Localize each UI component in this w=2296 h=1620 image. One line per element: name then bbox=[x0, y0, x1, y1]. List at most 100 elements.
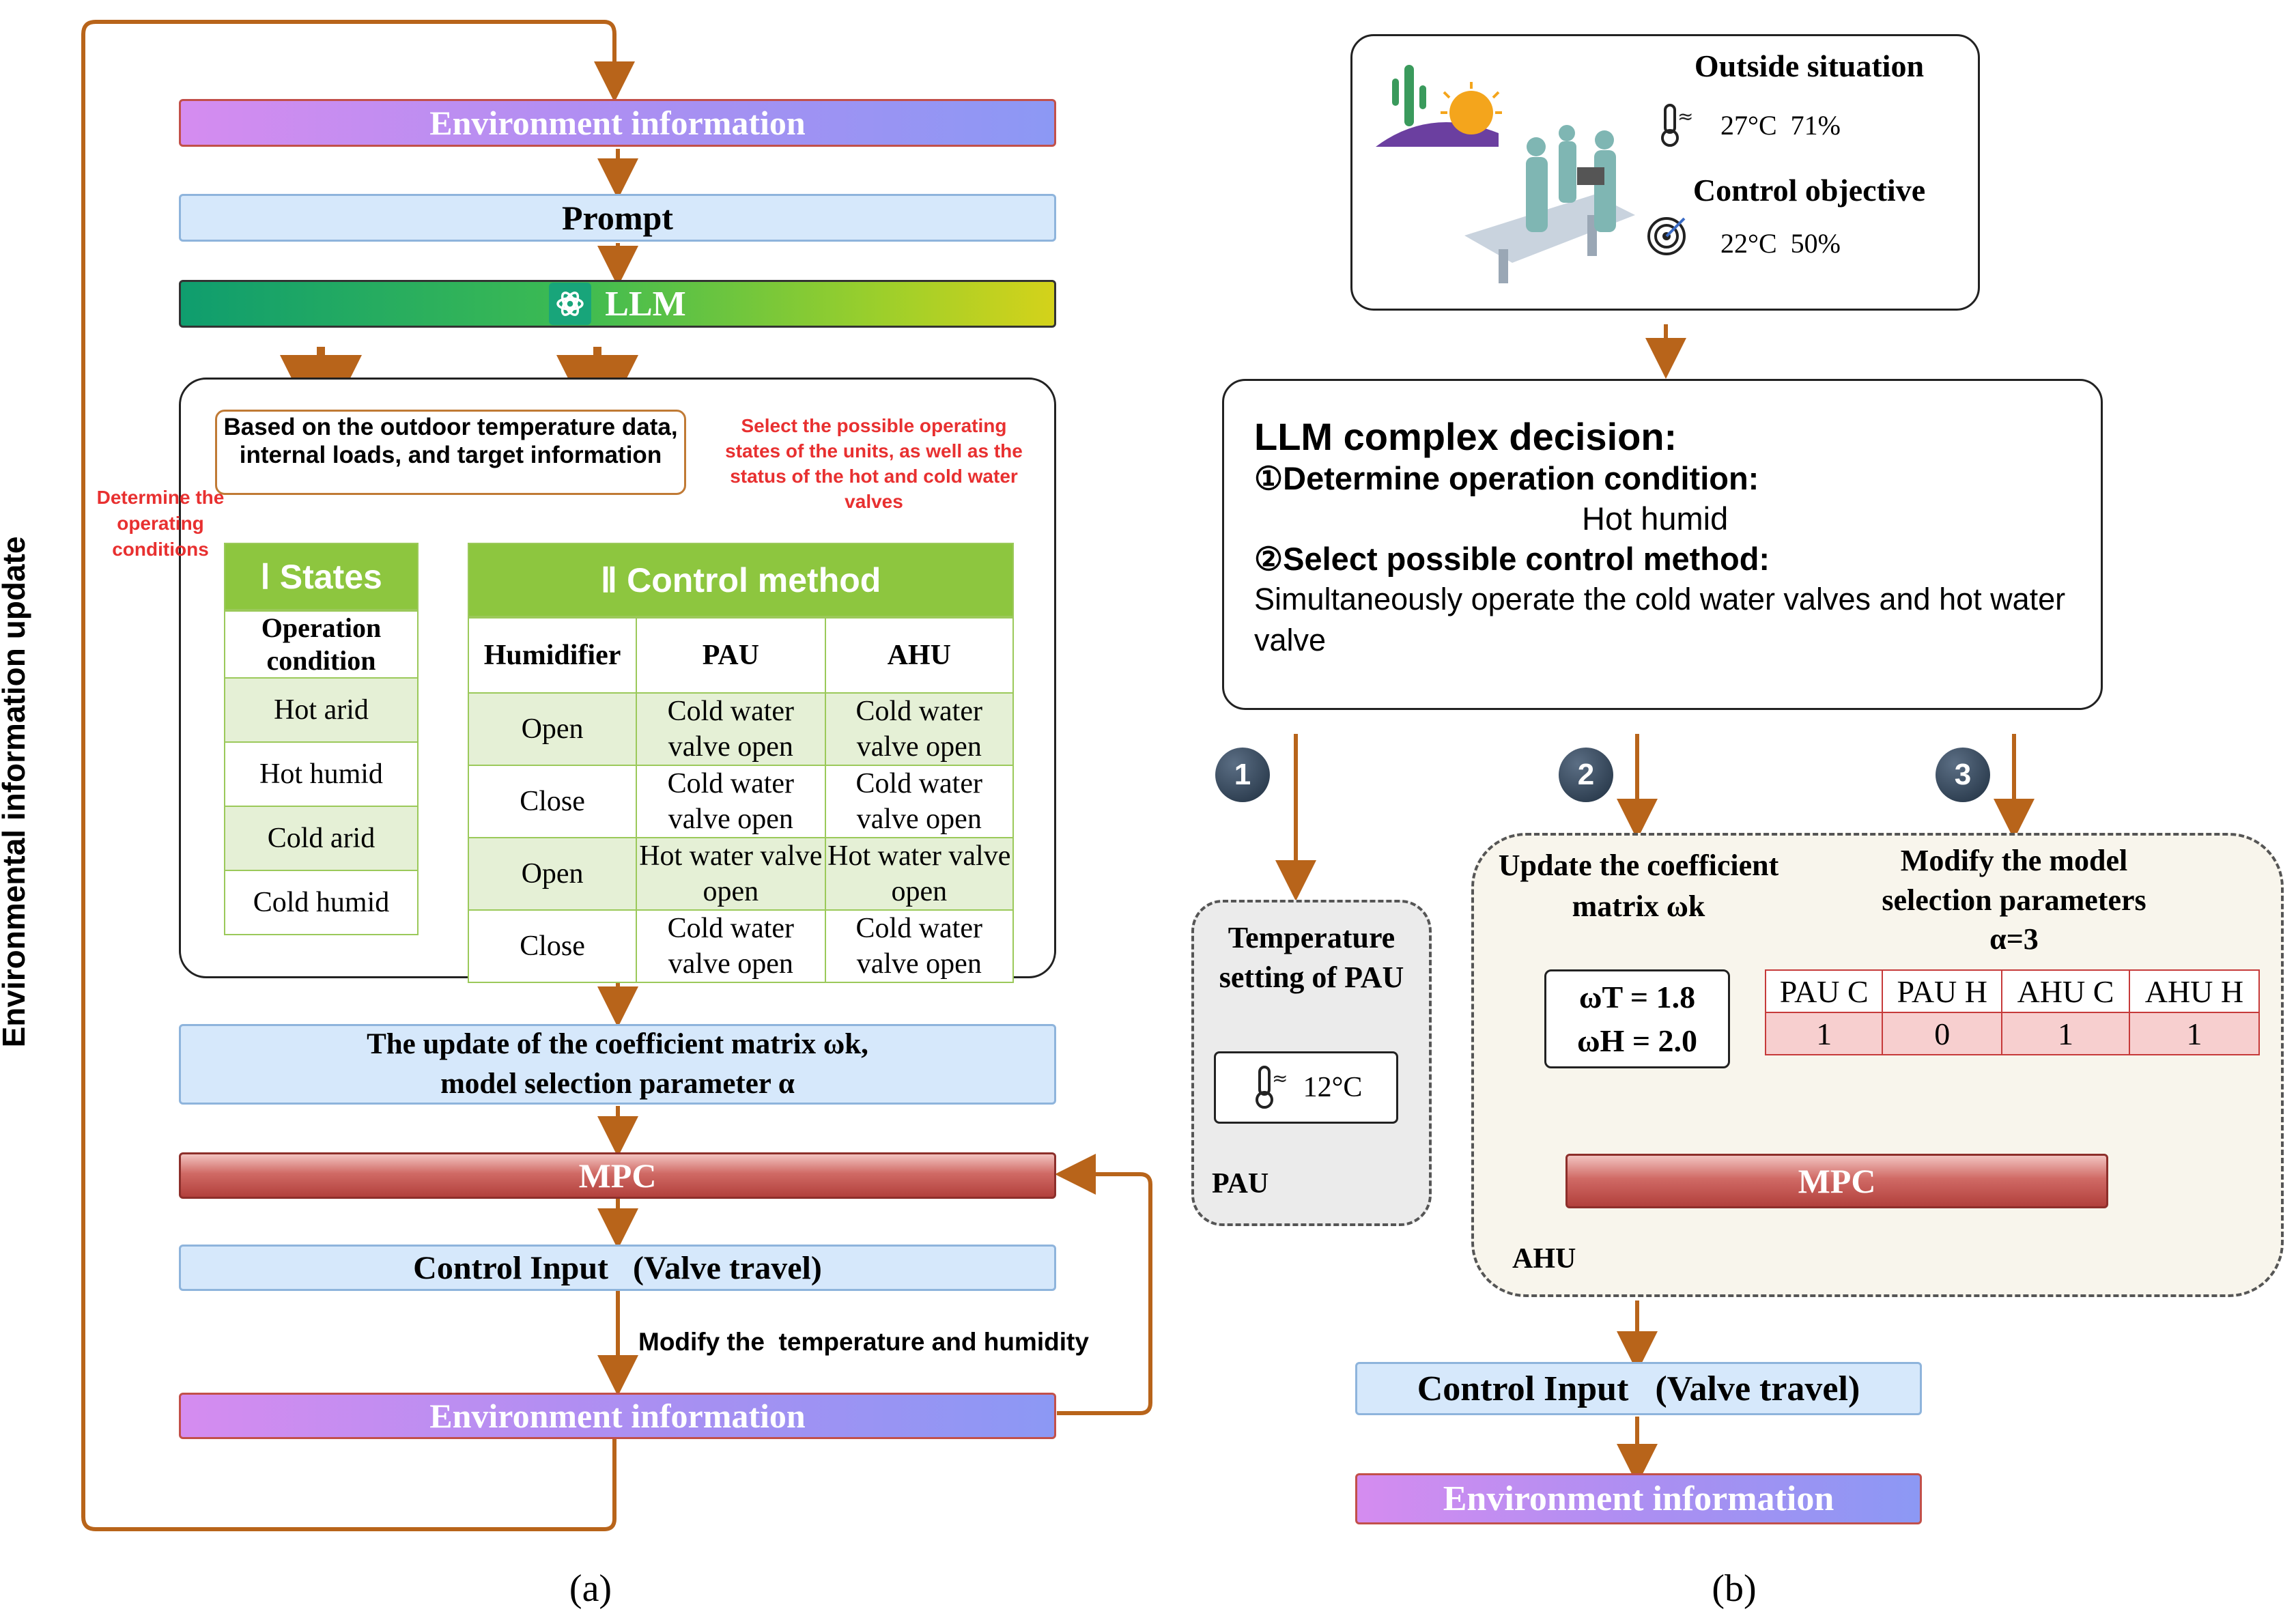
param-value: 0 bbox=[1882, 1012, 2003, 1055]
svg-text:≈: ≈ bbox=[1272, 1067, 1288, 1090]
mpc-label: MPC bbox=[1798, 1162, 1876, 1200]
thermometer-icon: ≈ bbox=[1255, 1066, 1288, 1109]
outside-title: Outside situation bbox=[1694, 48, 1925, 83]
update-line-1: The update of the coefficient matrix ωk, bbox=[367, 1028, 868, 1060]
states-table: Ⅰ States Operation condition Hot arid Ho… bbox=[224, 543, 419, 935]
param-header: AHU H bbox=[2128, 969, 2260, 1013]
outside-situation-box bbox=[1350, 34, 1980, 311]
based-on-box: Based on the outdoor temperature data, i… bbox=[215, 410, 686, 495]
badge-2: 2 bbox=[1559, 748, 1613, 802]
cell: Close bbox=[467, 765, 638, 838]
col-header: AHU bbox=[824, 617, 1015, 694]
mpc-bar-right: MPC bbox=[1565, 1154, 2108, 1208]
modify-params-label: Modify the model selection parameters bbox=[1882, 844, 2146, 917]
model-params-table: PAU C PAU H AHU C AHU H 1 0 1 1 bbox=[1764, 969, 2260, 1055]
pau-label: PAU bbox=[1212, 1168, 1269, 1199]
control-input-left: Control Input (Valve travel) bbox=[179, 1245, 1056, 1291]
pau-temp: 12°C bbox=[1303, 1072, 1363, 1103]
env-info-top: Environment information bbox=[179, 99, 1056, 147]
update-box: The update of the coefficient matrix ωk,… bbox=[179, 1024, 1056, 1105]
step2-title: ②Select possible control method: bbox=[1254, 541, 1770, 577]
cell: Open bbox=[467, 692, 638, 766]
llm-decision-box: LLM complex decision: ①Determine operati… bbox=[1222, 379, 2103, 710]
cell: Cold water valve open bbox=[636, 909, 826, 983]
side-label: Environmental information update bbox=[0, 536, 31, 1048]
based-on-text: Based on the outdoor temperature data, i… bbox=[223, 414, 678, 468]
states-title: Ⅰ States bbox=[224, 543, 419, 610]
table-row: Open Hot water valve open Hot water valv… bbox=[467, 837, 1015, 911]
desert-sun-icon bbox=[1376, 65, 1502, 147]
table-row: Close Cold water valve open Cold water v… bbox=[467, 909, 1015, 983]
states-row: Hot arid bbox=[224, 677, 419, 743]
col-header: Humidifier bbox=[467, 617, 638, 694]
cell: Close bbox=[467, 909, 638, 983]
control-method-title: Ⅱ Control method bbox=[468, 543, 1014, 617]
llm-bar: LLM bbox=[179, 280, 1056, 328]
step2-value: Simultaneously operate the cold water va… bbox=[1254, 582, 2066, 657]
llm-label: LLM bbox=[605, 284, 686, 324]
feedback-loop-arrow bbox=[81, 20, 635, 1531]
param-header: AHU C bbox=[2001, 969, 2130, 1013]
cell: Open bbox=[467, 837, 638, 911]
states-row: Cold humid bbox=[224, 870, 419, 935]
cell: Cold water valve open bbox=[824, 909, 1015, 983]
cell: Cold water valve open bbox=[824, 765, 1015, 838]
cell: Cold water valve open bbox=[636, 692, 826, 766]
update-line-2: model selection parameter α bbox=[440, 1068, 795, 1100]
modify-note: Modify the temperature and humidity bbox=[638, 1328, 1089, 1356]
omega-h: ωH = 2.0 bbox=[1576, 1023, 1698, 1058]
omega-box: ωT = 1.8 ωH = 2.0 bbox=[1544, 969, 1730, 1068]
alpha-label: α=3 bbox=[1989, 922, 2039, 956]
omega-t: ωT = 1.8 bbox=[1578, 979, 1696, 1014]
badge-1: 1 bbox=[1215, 748, 1270, 802]
objective-title: Control objective bbox=[1692, 173, 1926, 208]
outside-values: 27°C 71% bbox=[1720, 110, 1841, 141]
update-matrix-label: Update the coefficient matrix ωk bbox=[1498, 849, 1779, 923]
env-info-bottom: Environment information bbox=[179, 1393, 1056, 1439]
control-input-right: Control Input (Valve travel) bbox=[1355, 1362, 1922, 1415]
caption-a: (a) bbox=[569, 1567, 612, 1610]
param-header: PAU C bbox=[1764, 969, 1884, 1013]
ahu-label: AHU bbox=[1512, 1243, 1576, 1275]
surgery-scene-icon bbox=[1376, 65, 1635, 283]
env-info-bottom-label: Environment information bbox=[429, 1397, 806, 1435]
param-value: 1 bbox=[2128, 1012, 2260, 1055]
control-input-label: Control Input (Valve travel) bbox=[1417, 1369, 1860, 1408]
cell: Cold water valve open bbox=[824, 692, 1015, 766]
badge-3: 3 bbox=[1936, 748, 1990, 802]
prompt-label: Prompt bbox=[562, 199, 673, 237]
target-icon bbox=[1647, 217, 1686, 255]
cell: Hot water valve open bbox=[824, 837, 1015, 911]
mpc-label: MPC bbox=[578, 1156, 657, 1195]
prompt-box: Prompt bbox=[179, 194, 1056, 242]
states-header: Operation condition bbox=[224, 610, 419, 679]
svg-text:≈: ≈ bbox=[1677, 105, 1693, 128]
env-info-right: Environment information bbox=[1355, 1473, 1922, 1524]
control-method-table: Ⅱ Control method Humidifier PAU AHU Open… bbox=[467, 543, 1015, 983]
param-value: 1 bbox=[2001, 1012, 2130, 1055]
control-input-label: Control Input (Valve travel) bbox=[413, 1249, 822, 1286]
table-row: Close Cold water valve open Cold water v… bbox=[467, 765, 1015, 838]
cell: Hot water valve open bbox=[636, 837, 826, 911]
col-header: PAU bbox=[636, 617, 826, 694]
arrow-env-mpc-feedback bbox=[1055, 1154, 1152, 1415]
cell: Cold water valve open bbox=[636, 765, 826, 838]
table-row: Open Cold water valve open Cold water va… bbox=[467, 692, 1015, 766]
mpc-bar-left: MPC bbox=[179, 1152, 1056, 1199]
env-info-top-label: Environment information bbox=[429, 104, 806, 142]
determine-note: Determine the operating conditions bbox=[96, 487, 225, 560]
decision-title: LLM complex decision: bbox=[1254, 415, 1677, 458]
pau-title: Temperature setting of PAU bbox=[1219, 921, 1404, 994]
objective-values: 22°C 50% bbox=[1720, 228, 1841, 259]
pau-temp-box: ≈ 12°C bbox=[1214, 1051, 1398, 1124]
step1-title: ①Determine operation condition: bbox=[1254, 460, 1759, 496]
select-note: Select the possible operating states of … bbox=[725, 415, 1023, 512]
states-row: Cold arid bbox=[224, 806, 419, 871]
caption-b: (b) bbox=[1712, 1567, 1757, 1610]
thermometer-icon: ≈ bbox=[1661, 104, 1693, 147]
openai-logo-icon bbox=[549, 283, 592, 325]
step1-value: Hot humid bbox=[1582, 500, 1729, 537]
env-info-label: Environment information bbox=[1443, 1479, 1834, 1518]
states-row: Hot humid bbox=[224, 741, 419, 807]
param-header: PAU H bbox=[1882, 969, 2003, 1013]
